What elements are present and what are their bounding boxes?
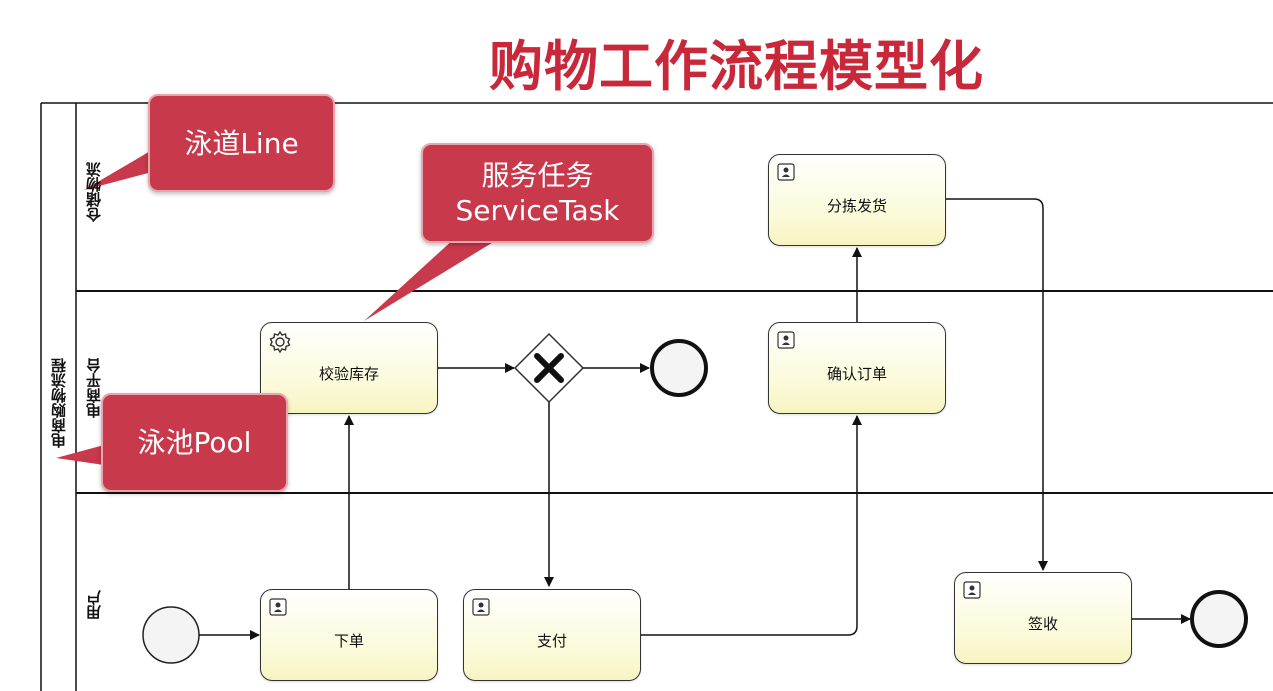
task-label: 确认订单 [826,364,887,383]
callout-pointer-service [364,238,500,321]
task-label: 下单 [333,631,364,650]
user-task-icon [777,331,795,349]
lane-label-user: 用户 [85,590,103,620]
callout-service-task-line2: ServiceTask [455,194,620,227]
callout-lane-text: 泳道Line [184,126,299,160]
task-receive[interactable]: 签收 [954,572,1132,664]
task-sort-ship[interactable]: 分拣发货 [768,154,946,246]
lane-label-warehouse: 仓储物流 [85,162,103,222]
task-pay[interactable]: 支付 [463,589,641,681]
pool-label: 电商购物流程 [50,358,68,448]
end-event-user [1190,590,1248,648]
user-task-icon [777,163,795,181]
start-event [142,606,200,664]
callout-service-task-line1: 服务任务 [481,159,594,192]
callout-pool-text: 泳池Pool [137,426,252,459]
task-label: 支付 [536,631,567,650]
task-label: 签收 [1027,614,1058,633]
flow-pay-to-confirm [640,415,862,636]
task-confirm-order[interactable]: 确认订单 [768,322,946,414]
callout-lane: 泳道Line [148,94,335,192]
user-task-icon [472,598,490,616]
callout-pointer-lane [84,150,152,190]
flow-sort-to-receive [946,198,1048,571]
task-label: 分拣发货 [826,196,887,215]
user-task-icon [963,581,981,599]
callout-service-task: 服务任务 ServiceTask [421,143,654,243]
task-label: 校验库存 [318,364,379,383]
end-event-platform [650,339,708,397]
user-task-icon [269,598,287,616]
page-title: 购物工作流程模型化 [489,35,984,98]
callout-pool: 泳池Pool [101,393,288,492]
gear-icon [269,330,291,354]
callout-pointer-pool [56,445,104,465]
exclusive-gateway [513,332,585,404]
task-check-stock[interactable]: 校验库存 [260,322,438,414]
task-place-order[interactable]: 下单 [260,589,438,681]
